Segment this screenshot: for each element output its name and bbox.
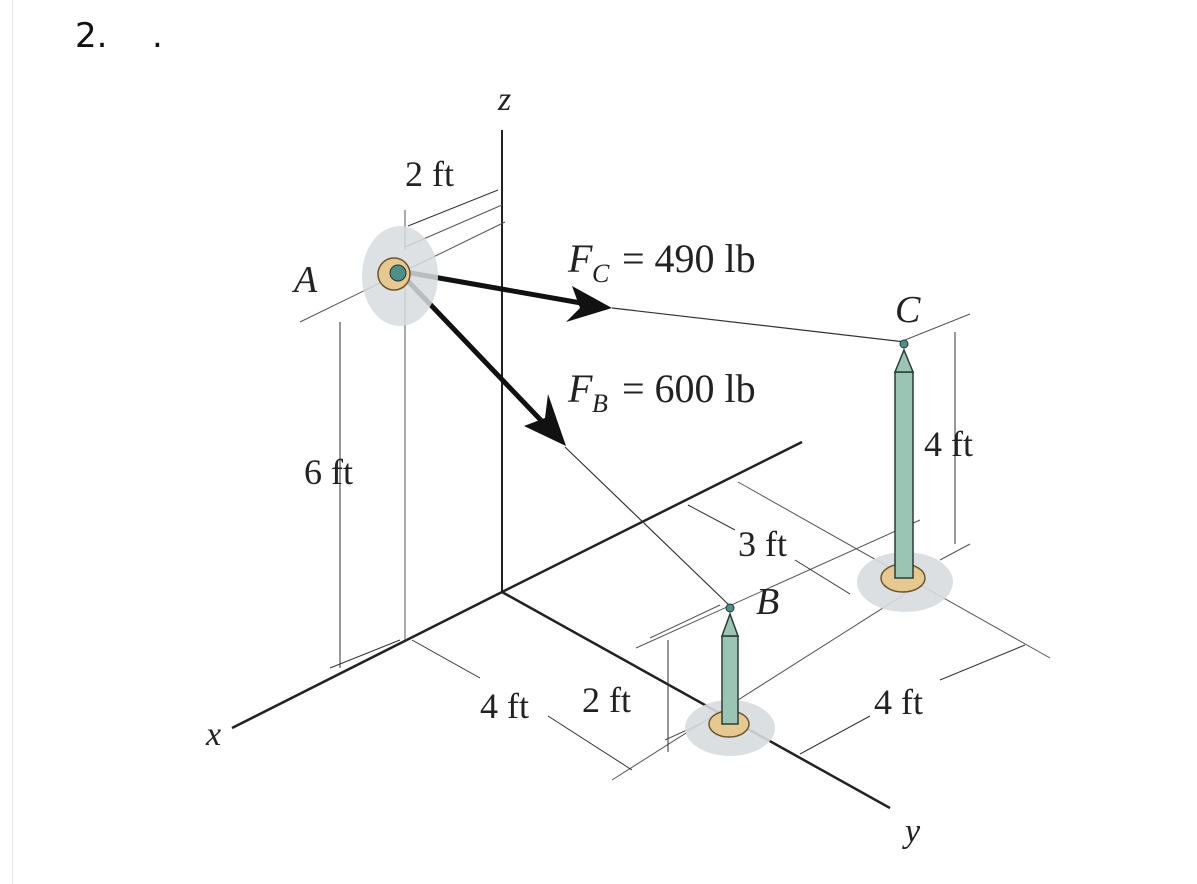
x-axis-extension xyxy=(501,440,803,594)
point-b-label: B xyxy=(756,581,779,623)
dim-2ft-bottom-label: 2 ft xyxy=(582,680,631,720)
dim-top-label: 2 ft xyxy=(405,154,454,194)
point-c-label: C xyxy=(895,289,921,331)
dim-4ft-right-label: 4 ft xyxy=(874,682,923,722)
force-b-symbol: F xyxy=(567,366,593,411)
support-a xyxy=(362,226,438,326)
left-border xyxy=(12,0,13,884)
y-axis xyxy=(501,590,891,810)
y-axis-label: y xyxy=(902,813,921,850)
cable-a-b xyxy=(564,446,731,607)
dim-3ft xyxy=(687,504,736,531)
cable-a-c xyxy=(611,307,906,343)
arrowhead-b xyxy=(524,394,566,446)
point-a-label: A xyxy=(291,259,318,301)
z-axis-label: z xyxy=(497,81,511,118)
x-axis-label: x xyxy=(205,716,221,753)
force-c-value: = 490 lb xyxy=(622,236,756,281)
dim-3ft-label: 3 ft xyxy=(738,524,787,564)
force-b-value: = 600 lb xyxy=(622,366,756,411)
dim-4ft-left xyxy=(411,639,481,679)
coordinate-axes xyxy=(231,130,891,810)
b-c-ground-line xyxy=(611,593,906,781)
cables xyxy=(564,307,906,607)
force-c-subscript: C xyxy=(592,259,610,288)
dim-4ft-right xyxy=(799,715,871,755)
dim-top-2ft xyxy=(407,189,499,227)
arrowhead-c xyxy=(566,286,612,322)
dim-4ft-left-label: 4 ft xyxy=(480,686,529,726)
post-b xyxy=(685,603,775,756)
post-c xyxy=(857,339,953,612)
force-c-symbol: F xyxy=(567,236,593,281)
dim-6ft-label: 6 ft xyxy=(304,452,353,492)
force-b-subscript: B xyxy=(592,389,608,418)
problem-number: 2. xyxy=(75,16,108,56)
dim-4ft-c-label: 4 ft xyxy=(924,424,973,464)
dimension-lines xyxy=(329,189,1026,771)
problem-dot: . xyxy=(152,16,163,56)
x-axis xyxy=(231,590,503,730)
